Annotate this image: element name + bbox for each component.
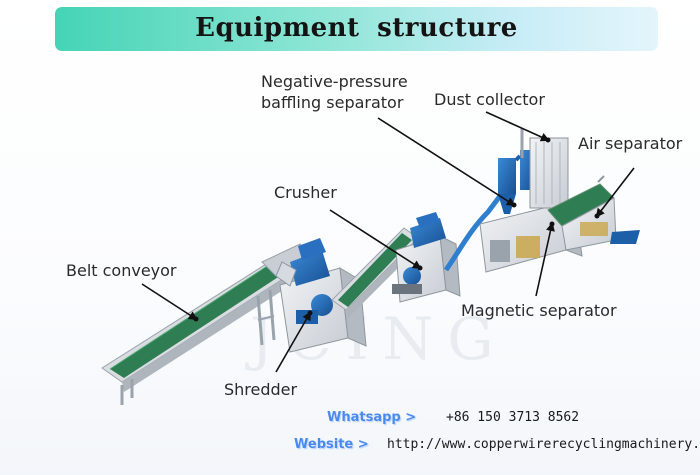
- pointer-shredder: [275, 311, 311, 373]
- whatsapp-label: Whatsapp >: [327, 410, 417, 425]
- pointer-belt-conveyor: [141, 283, 198, 321]
- pointer-magnetic-separator: [535, 222, 555, 297]
- label-negative-pressure-separator: Negative-pressure baffling separator: [261, 72, 408, 112]
- label-belt-conveyor: Belt conveyor: [66, 261, 177, 280]
- website-label: Website >: [294, 437, 369, 452]
- label-crusher: Crusher: [274, 183, 337, 202]
- pointer-negative-pressure: [377, 117, 516, 207]
- whatsapp-number[interactable]: +86 150 3713 8562: [446, 410, 580, 425]
- whatsapp-value-wrap: +86 150 3713 8562: [446, 410, 579, 425]
- label-shredder: Shredder: [224, 380, 298, 399]
- label-magnetic-separator: Magnetic separator: [461, 301, 617, 320]
- label-dust-collector: Dust collector: [434, 90, 545, 109]
- website-value-wrap: http://www.copperwirerecyclingmachinery.…: [387, 437, 700, 452]
- website-link[interactable]: http://www.copperwirerecyclingmachinery.…: [387, 437, 700, 452]
- dust-collector-cabinet: [520, 128, 569, 209]
- whatsapp-row: Whatsapp >: [327, 410, 416, 425]
- page-title: Equipment structure: [195, 13, 518, 43]
- website-row: Website >: [294, 437, 369, 452]
- transport-pipe: [443, 194, 502, 272]
- pointer-crusher: [329, 209, 422, 270]
- pointer-air-separator: [595, 167, 635, 218]
- title-banner: Equipment structure: [55, 7, 658, 51]
- label-air-separator: Air separator: [578, 134, 683, 153]
- pointer-dust-collector: [485, 111, 550, 142]
